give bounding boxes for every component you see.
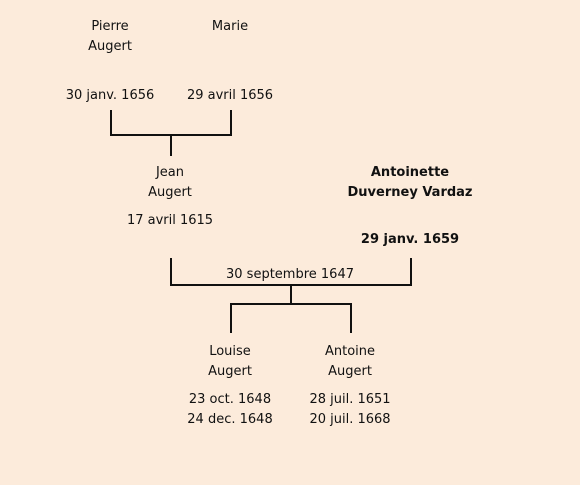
death-date: 20 juil. 1668 <box>309 412 391 427</box>
person-name: Antoinette <box>370 165 450 180</box>
person-name: Pierre <box>91 19 129 34</box>
person-antoinette-duverney-vardaz: Antoinette Duverney Vardaz <box>348 163 473 203</box>
connector-line <box>230 110 232 136</box>
person-antoine-augert: Antoine Augert 28 juil. 1651 20 juil. 16… <box>309 342 390 430</box>
connector-line <box>170 134 172 156</box>
person-surname: Augert <box>208 364 252 379</box>
date-text: 29 janv. 1659 <box>360 232 460 247</box>
person-name: Louise <box>209 344 251 359</box>
date-text: 29 avril 1656 <box>186 88 274 103</box>
connector-line <box>290 284 292 304</box>
person-name: Jean <box>155 165 185 180</box>
date-text: 30 janv. 1656 <box>65 88 155 103</box>
birth-date: 28 juil. 1651 <box>309 392 391 407</box>
person-antoinette-date: 29 janv. 1659 <box>361 230 459 250</box>
person-pierre-augert: Pierre Augert <box>88 17 132 57</box>
connector-line <box>230 303 352 305</box>
person-louise-augert: Louise Augert 23 oct. 1648 24 dec. 1648 <box>187 342 272 430</box>
connector-line <box>350 303 352 333</box>
birth-date: 23 oct. 1648 <box>188 392 272 407</box>
person-surname: Augert <box>328 364 372 379</box>
person-surname: Augert <box>148 185 192 200</box>
person-name: Marie <box>211 19 249 34</box>
person-surname: Augert <box>88 39 132 54</box>
connector-line <box>410 258 412 286</box>
person-marie-date: 29 avril 1656 <box>187 86 273 106</box>
person-pierre-date: 30 janv. 1656 <box>66 86 155 106</box>
person-name: Antoine <box>324 344 376 359</box>
connector-line <box>170 258 172 286</box>
death-date: 24 dec. 1648 <box>187 412 273 427</box>
connector-line <box>110 110 112 136</box>
person-surname: Duverney Vardaz <box>347 185 473 200</box>
person-jean-augert: Jean Augert 17 avril 1615 <box>127 163 213 231</box>
person-marie: Marie <box>212 17 248 37</box>
marriage-date: 30 septembre 1647 <box>226 267 354 282</box>
date-text: 17 avril 1615 <box>126 213 214 228</box>
connector-line <box>230 303 232 333</box>
